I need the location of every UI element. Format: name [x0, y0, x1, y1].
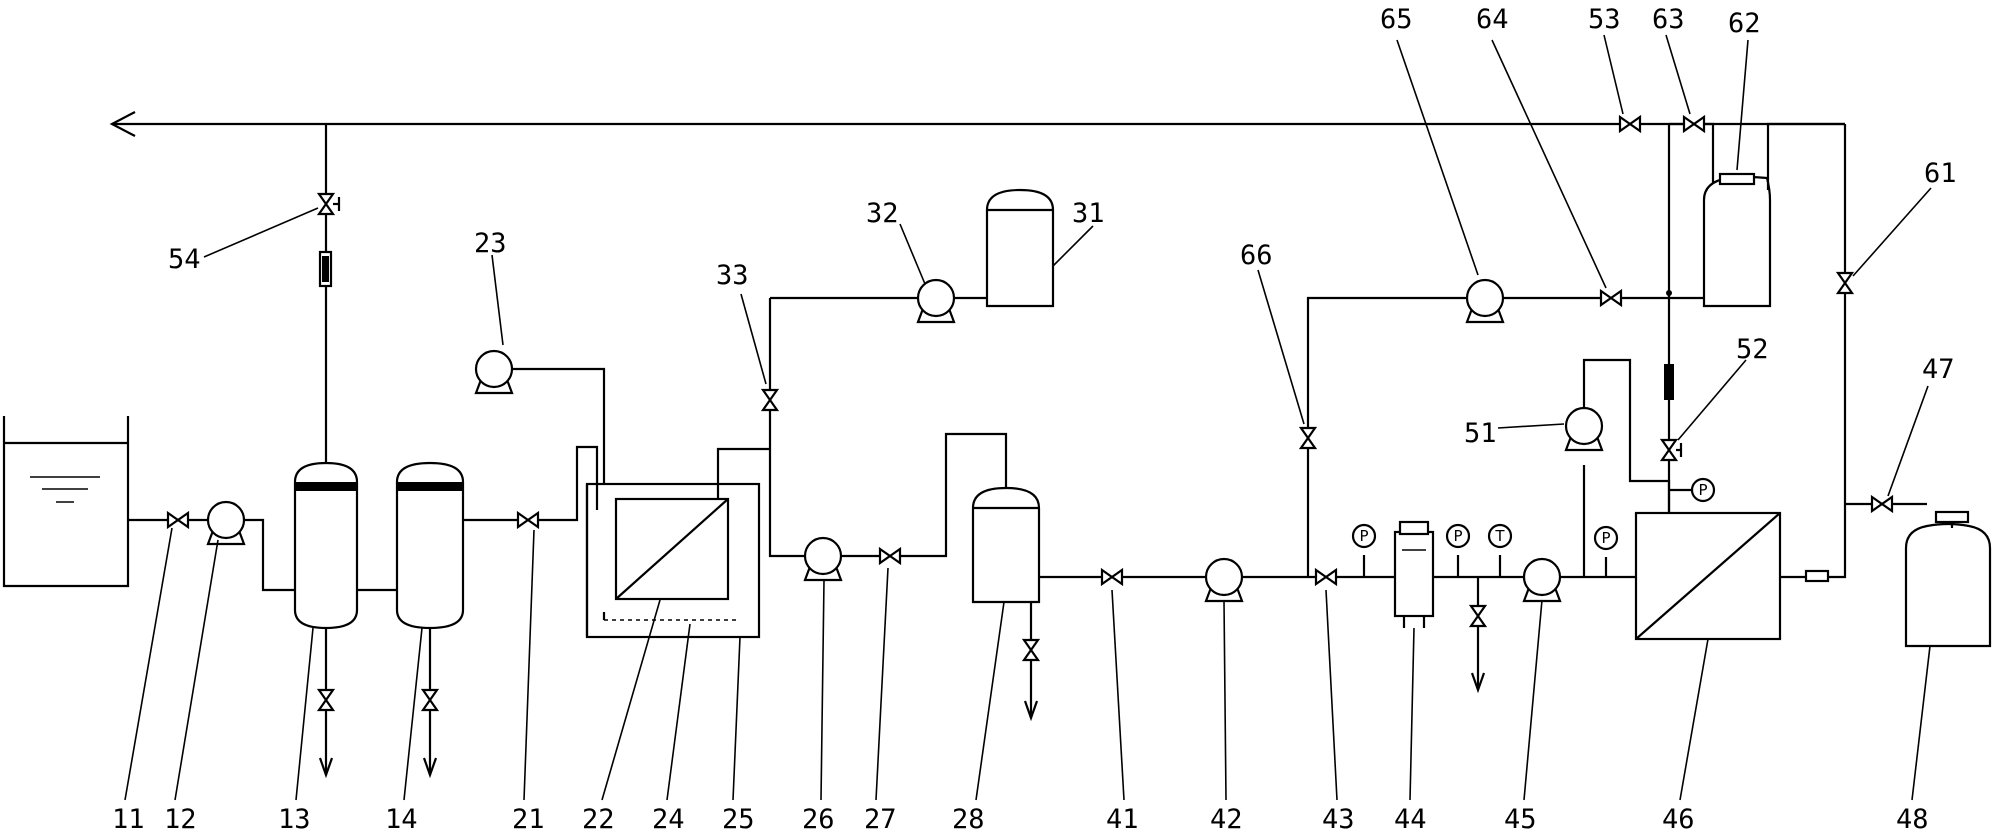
label-54: 54 [168, 244, 201, 275]
pump-45 [1522, 557, 1562, 603]
cleaning-section: P [1564, 115, 1845, 513]
valve-52 [1660, 438, 1678, 462]
valve-66 [1299, 426, 1317, 450]
label-31: 31 [1072, 198, 1105, 229]
label-63: 63 [1652, 4, 1685, 35]
label-46: 46 [1662, 804, 1695, 835]
valve-33 [761, 388, 779, 412]
svg-text:P: P [1359, 527, 1368, 545]
pressure-gauge-icon [1593, 525, 1619, 551]
label-13: 13 [278, 804, 311, 835]
pump-65 [1465, 278, 1505, 324]
valve-11 [166, 511, 190, 529]
label-65: 65 [1380, 4, 1413, 35]
valve-61 [1836, 271, 1854, 295]
valve-41 [1100, 568, 1124, 586]
valve-54 [317, 192, 335, 216]
label-23: 23 [474, 228, 507, 259]
label-48: 48 [1896, 804, 1929, 835]
label-44: 44 [1394, 804, 1427, 835]
label-28: 28 [952, 804, 985, 835]
tank-25 [585, 482, 761, 639]
valve-43 [1314, 568, 1338, 586]
valve-27 [878, 547, 902, 565]
label-66: 66 [1240, 240, 1273, 271]
pump-23 [474, 349, 514, 395]
svg-text:P: P [1601, 529, 1610, 547]
label-11: 11 [112, 804, 145, 835]
label-21: 21 [512, 804, 545, 835]
reference-labels: 11 12 13 14 54 21 23 22 24 25 26 27 28 3… [112, 4, 1957, 835]
label-42: 42 [1210, 804, 1243, 835]
pump-32 [916, 278, 956, 324]
label-26: 26 [802, 804, 835, 835]
product-tank-48 [1904, 510, 1992, 648]
tank-28 [971, 486, 1041, 604]
leader-lines [124, 34, 1932, 801]
cartridge-filter-44 [1393, 520, 1435, 628]
label-62: 62 [1728, 8, 1761, 39]
label-43: 43 [1322, 804, 1355, 835]
tank-31 [985, 188, 1055, 308]
label-53: 53 [1588, 4, 1621, 35]
pump-42 [1204, 557, 1244, 603]
label-24: 24 [652, 804, 685, 835]
temperature-gauge-icon [1487, 523, 1513, 549]
filter-vessel-14 [395, 461, 465, 630]
svg-text:P: P [1698, 481, 1707, 499]
filter-vessel-13 [293, 461, 359, 630]
raw-water-tank [2, 416, 130, 588]
label-41: 41 [1106, 804, 1139, 835]
label-33: 33 [716, 260, 749, 291]
valve-63 [1682, 115, 1706, 133]
ro-membrane-module-46 [1634, 511, 1782, 641]
label-25: 25 [722, 804, 755, 835]
pump-26 [803, 536, 843, 582]
pretreatment-section [128, 124, 465, 779]
cleaning-tank-62 [1702, 172, 1772, 308]
valve-47 [1870, 495, 1894, 513]
pump-51 [1564, 406, 1604, 452]
valve-53 [1618, 115, 1642, 133]
label-12: 12 [164, 804, 197, 835]
ro-section: P P T P [1039, 124, 1992, 694]
pump-12 [206, 500, 246, 546]
label-64: 64 [1476, 4, 1509, 35]
return-line [109, 111, 1845, 137]
valve-21 [516, 511, 540, 529]
label-27: 27 [864, 804, 897, 835]
pressure-gauge-icon [1690, 477, 1716, 503]
label-51: 51 [1464, 418, 1497, 449]
mbr-section [463, 188, 1055, 722]
pressure-gauge-icon [1351, 523, 1377, 549]
label-14: 14 [385, 804, 418, 835]
svg-text:P: P [1453, 527, 1462, 545]
membrane-module-22 [614, 497, 730, 601]
label-47: 47 [1922, 354, 1955, 385]
valve-64 [1599, 289, 1623, 307]
svg-text:T: T [1494, 527, 1505, 545]
label-32: 32 [866, 198, 899, 229]
label-45: 45 [1504, 804, 1537, 835]
label-52: 52 [1736, 334, 1769, 365]
pressure-gauge-icon [1445, 523, 1471, 549]
label-61: 61 [1924, 158, 1957, 189]
flowmeter-icon [1664, 364, 1674, 400]
label-22: 22 [582, 804, 615, 835]
